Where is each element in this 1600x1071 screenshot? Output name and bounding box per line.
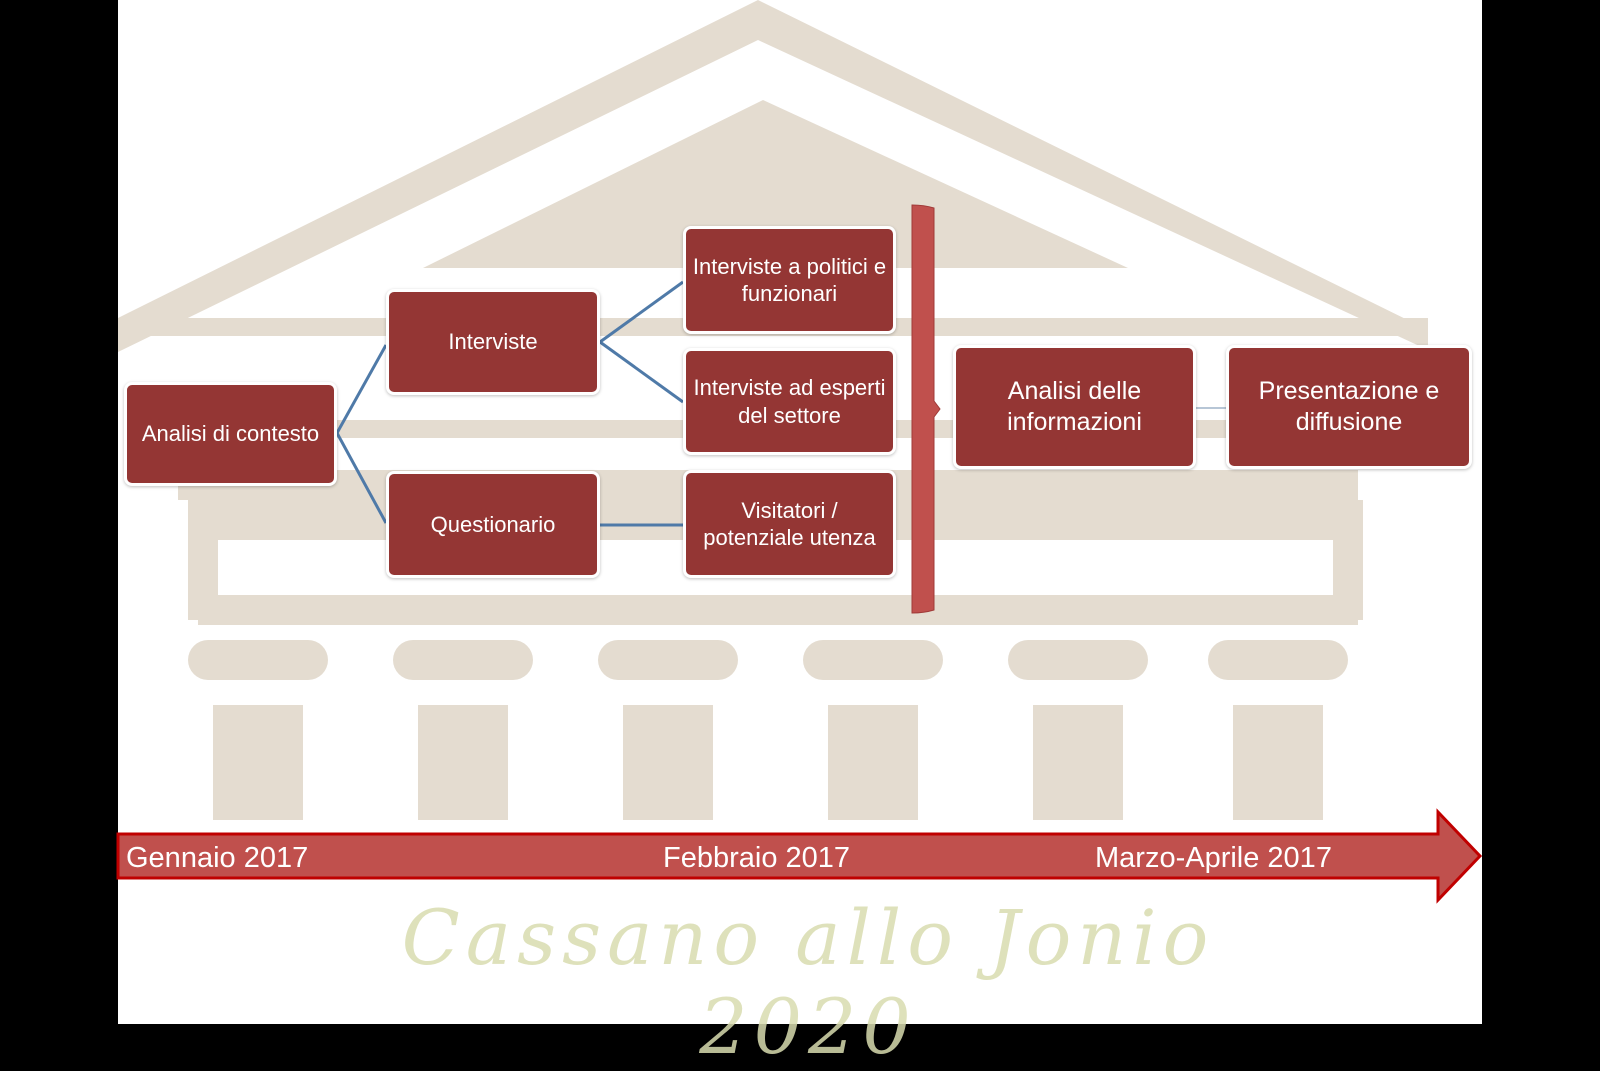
temple-column-5	[1008, 640, 1148, 820]
child-label-politici: Interviste a politici e funzionari	[692, 253, 887, 307]
branch-label-questionario: Questionario	[430, 511, 556, 537]
temple-column-1	[188, 640, 328, 820]
branch-box-interviste: Interviste	[386, 289, 600, 395]
connector-root-interviste	[335, 344, 388, 434]
child-box-esperti: Interviste ad esperti del settore	[683, 348, 896, 455]
final-box: Presentazione e diffusione	[1226, 345, 1472, 469]
root-label: Analisi di contesto	[141, 421, 320, 447]
brace-bracket	[911, 204, 941, 614]
watermark-title: Cassano allo Jonio 2020	[401, 893, 1215, 1071]
root-box: Analisi di contesto	[124, 382, 337, 486]
analysis-label: Analisi delle informazioni	[1007, 376, 1142, 436]
child-box-visitatori: Visitatori / potenziale utenza	[683, 470, 896, 578]
connector-root-questionario	[335, 432, 388, 524]
connector-interviste-politici	[599, 280, 684, 344]
branch-box-questionario: Questionario	[386, 471, 600, 578]
temple-side-left	[188, 500, 218, 620]
child-label-visitatori: Visitatori / potenziale utenza	[703, 497, 876, 551]
temple-column-2	[393, 640, 533, 820]
connector-interviste-esperti	[599, 340, 684, 404]
temple-background	[118, 0, 1428, 820]
temple-column-6	[1208, 640, 1348, 820]
timeline-label-gennaio: Gennaio 2017	[126, 842, 309, 874]
branch-label-interviste: Interviste	[448, 329, 538, 355]
timeline-label-marzo-aprile: Marzo-Aprile 2017	[1095, 842, 1332, 874]
final-label: Presentazione e diffusione	[1258, 376, 1440, 436]
temple-column-3	[598, 640, 738, 820]
analysis-box: Analisi delle informazioni	[953, 345, 1196, 469]
diagram-connectors	[335, 280, 1226, 527]
temple-pediment	[423, 100, 1128, 268]
timeline-arrow	[116, 808, 1483, 904]
temple-band-4	[198, 595, 1358, 625]
child-box-politici: Interviste a politici e funzionari	[683, 226, 896, 334]
temple-side-right	[1333, 500, 1363, 620]
child-label-esperti: Interviste ad esperti del settore	[693, 375, 886, 428]
temple-column-4	[803, 640, 943, 820]
slide: Analisi di contesto Interviste Questiona…	[116, 0, 1483, 1071]
timeline-label-febbraio: Febbraio 2017	[663, 842, 851, 874]
